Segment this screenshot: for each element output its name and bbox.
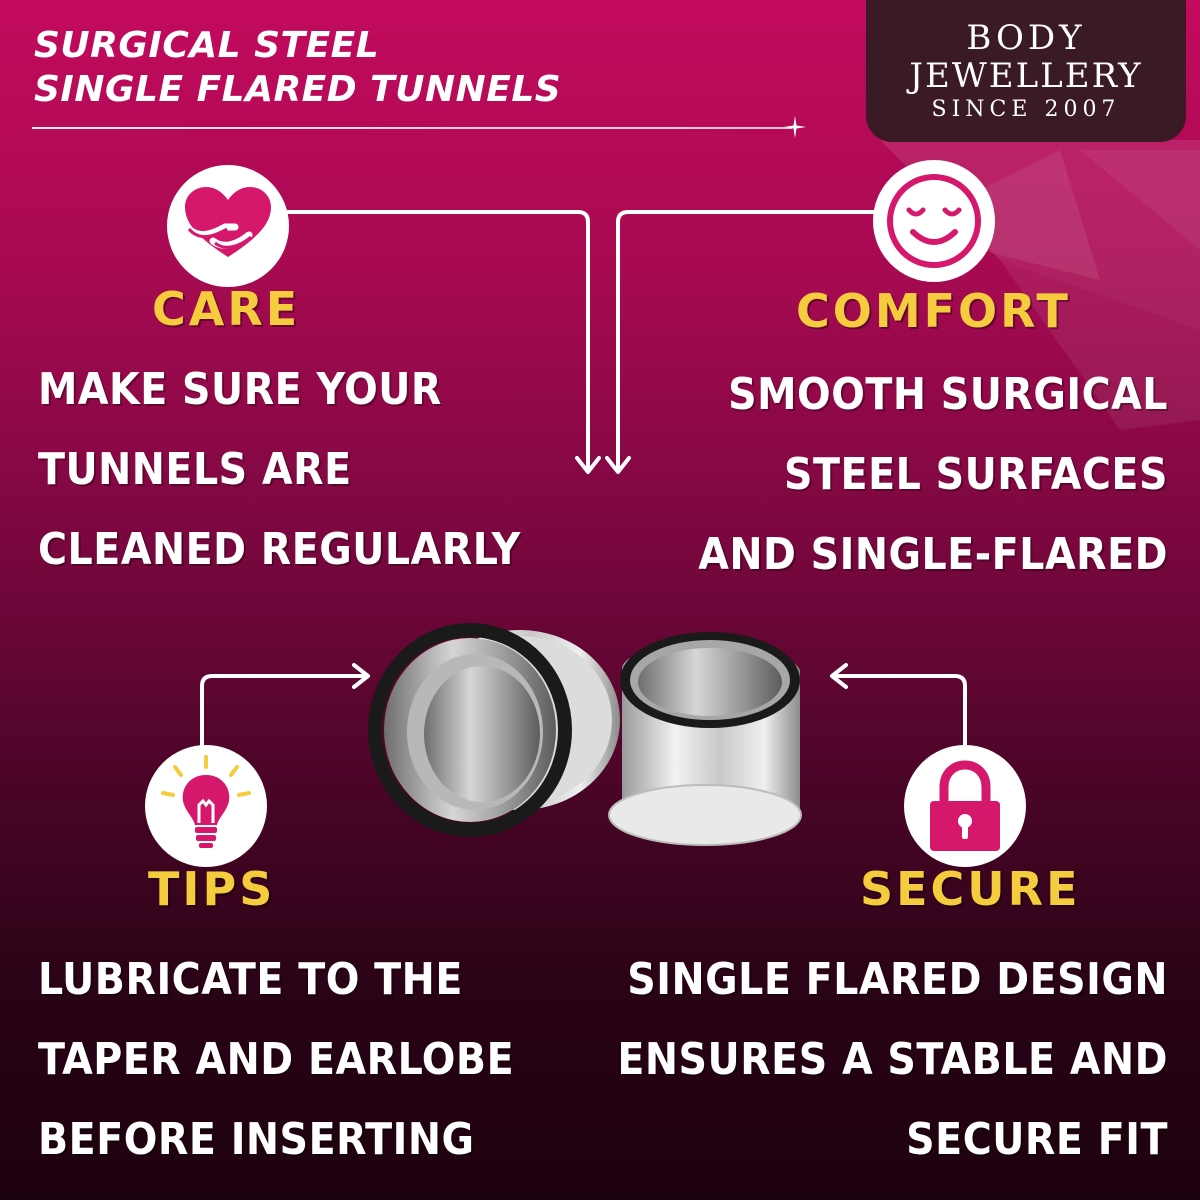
tips-icon-circle	[145, 745, 267, 867]
padlock-icon	[930, 760, 1000, 851]
comfort-line-2: steel surfaces	[784, 449, 1168, 500]
brand-logo: BODY JEWELLERY SINCE 2007	[866, 0, 1186, 142]
tips-description: Lubricate to the taper and earlobe befor…	[38, 940, 514, 1180]
care-icon-circle	[167, 165, 289, 287]
brand-line-1: BODY	[966, 18, 1086, 58]
care-line-1: Make sure your	[38, 364, 442, 415]
comfort-icon-circle	[873, 160, 995, 282]
secure-line-2: ensures a stable and	[617, 1034, 1168, 1085]
title-line-2: SINGLE FLARED TUNNELS	[34, 69, 562, 110]
brand-line-2: JEWELLERY	[909, 56, 1143, 96]
tips-line-1: Lubricate to the	[38, 954, 463, 1005]
care-line-3: cleaned regularly	[38, 524, 521, 575]
comfort-line-3: and single-flared	[698, 529, 1168, 580]
secure-description: single flared design ensures a stable an…	[617, 940, 1168, 1180]
comfort-heading: COMFORT	[796, 284, 1071, 338]
lightbulb-icon	[161, 755, 251, 848]
tips-line-2: taper and earlobe	[38, 1034, 515, 1085]
sparkle-icon	[784, 116, 806, 138]
care-line-2: tunnels are	[38, 444, 352, 495]
secure-icon-circle	[904, 745, 1026, 867]
title-line-1: SURGICAL STEEL	[34, 25, 380, 66]
comfort-line-1: Smooth surgical	[728, 369, 1168, 420]
heart-hug-icon	[183, 187, 271, 257]
secure-heading: SECURE	[860, 862, 1081, 916]
page-title: SURGICAL STEEL SINGLE FLARED TUNNELS	[34, 24, 561, 112]
care-description: Make sure your tunnels are cleaned regul…	[38, 350, 521, 590]
comfort-description: Smooth surgical steel surfaces and singl…	[698, 355, 1168, 595]
smiley-face-icon	[887, 174, 981, 268]
tunnel-product-image	[368, 623, 802, 846]
secure-line-3: secure fit	[906, 1114, 1168, 1165]
brand-line-3: SINCE 2007	[931, 97, 1121, 122]
care-heading: CARE	[152, 282, 301, 336]
title-divider	[32, 127, 792, 129]
secure-line-1: single flared design	[627, 954, 1168, 1005]
tips-heading: TIPS	[148, 862, 276, 916]
tips-line-3: before inserting	[38, 1114, 475, 1165]
